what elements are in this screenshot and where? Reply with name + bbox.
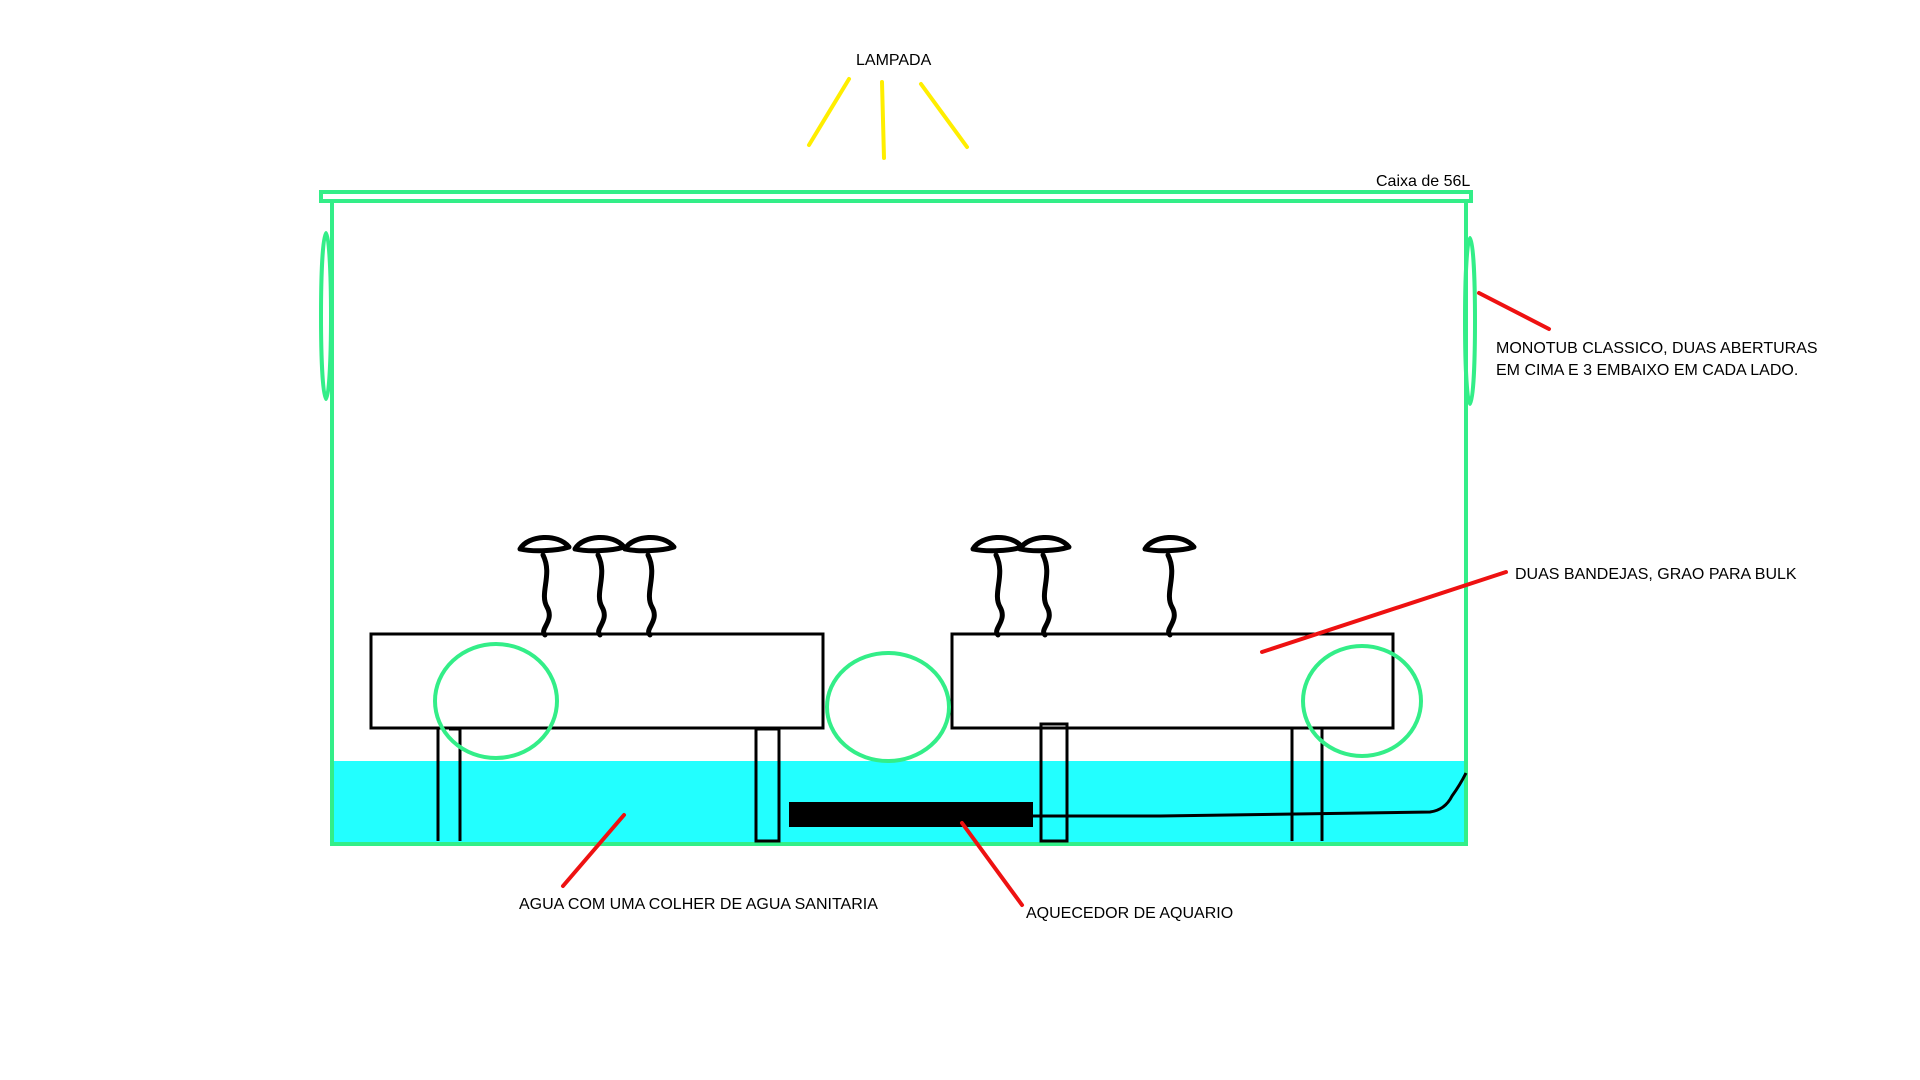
leg <box>754 727 781 843</box>
mushrooms-right-tray <box>973 537 1194 635</box>
pointer-water <box>561 813 626 888</box>
pointer-trays <box>1260 570 1508 654</box>
label-monotub: MONOTUB CLASSICO, DUAS ABERTURAS EM CIMA… <box>1496 338 1818 383</box>
vent-bottom-left <box>433 642 559 760</box>
mushroom-icon <box>1145 537 1194 635</box>
mushroom-icon <box>520 537 569 635</box>
vent-bottom-center <box>825 651 951 763</box>
mushrooms-left-tray <box>520 537 674 635</box>
label-monotub-line1: MONOTUB CLASSICO, DUAS ABERTURAS <box>1496 340 1818 357</box>
label-water: AGUA COM UMA COLHER DE AGUA SANITARIA <box>519 896 878 913</box>
lamp-rays <box>807 77 969 160</box>
vent-left <box>319 231 333 401</box>
lamp-ray-left <box>807 77 851 147</box>
tub-lid <box>319 190 1473 203</box>
leg <box>449 727 462 841</box>
label-monotub-line2: EM CIMA E 3 EMBAIXO EM CADA LADO. <box>1496 362 1799 380</box>
tub-box <box>319 190 1473 846</box>
mushroom-icon <box>973 537 1022 635</box>
pointer-monotub <box>1477 291 1551 331</box>
lamp-ray-center <box>880 80 886 160</box>
pointer-heater <box>960 821 1024 907</box>
label-box: Caixa de 56L <box>1376 173 1471 190</box>
label-trays: DUAS BANDEJAS, GRAO PARA BULK <box>1515 566 1797 583</box>
label-lamp: LAMPADA <box>856 52 932 69</box>
label-heater: AQUECEDOR DE AQUARIO <box>1026 905 1234 922</box>
vent-right <box>1463 236 1477 406</box>
tub-walls <box>330 201 1468 846</box>
tray-legs <box>436 722 1324 843</box>
side-vents <box>319 231 1477 406</box>
lamp-ray-right <box>919 82 969 149</box>
mushroom-icon <box>575 537 624 635</box>
tray-left <box>369 632 825 730</box>
aquarium-heater <box>789 802 1033 827</box>
mushroom-icon <box>625 537 674 635</box>
trays <box>369 632 1395 730</box>
leg <box>1039 722 1069 843</box>
vent-bottom-right <box>1301 644 1423 758</box>
pointers <box>561 291 1551 907</box>
heater-cable <box>1033 772 1468 818</box>
bottom-vents <box>433 642 1423 763</box>
mushroom-icon <box>1020 537 1069 635</box>
tray-right <box>950 632 1395 730</box>
